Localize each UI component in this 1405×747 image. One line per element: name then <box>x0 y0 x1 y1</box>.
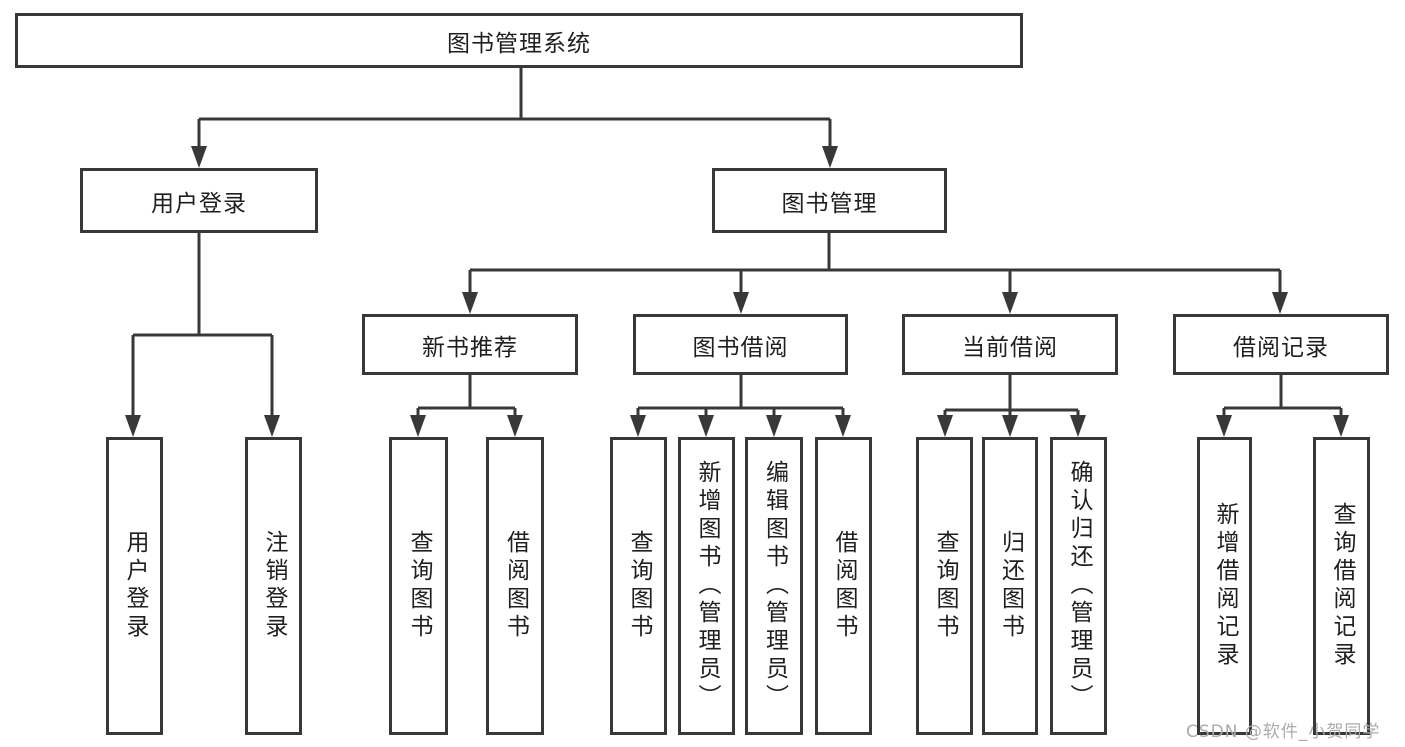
leaf-record-add-record: 新增借阅记录 <box>1197 437 1252 735</box>
leaf-user-login: 用户登录 <box>106 437 163 735</box>
leaf-logout-label: 注销登录 <box>261 530 287 642</box>
leaf-borrow-borrow-book: 借阅图书 <box>815 437 872 735</box>
leaf-borrow-query-book-label: 查询图书 <box>626 530 652 642</box>
leaf-borrow-add-book-admin-label: 新增图书（管理员） <box>694 460 720 712</box>
node-user-login-label: 用户登录 <box>151 190 247 217</box>
node-current-borrow: 当前借阅 <box>902 314 1118 375</box>
node-user-login: 用户登录 <box>80 168 318 233</box>
leaf-current-return-book-label: 归还图书 <box>997 530 1024 642</box>
node-borrow-record-label: 借阅记录 <box>1233 334 1329 361</box>
node-borrow-record: 借阅记录 <box>1173 314 1389 375</box>
leaf-logout: 注销登录 <box>245 437 302 735</box>
leaf-recommend-query-book-label: 查询图书 <box>406 530 432 642</box>
leaf-recommend-query-book: 查询图书 <box>389 437 448 735</box>
leaf-current-confirm-return-admin: 确认归还（管理员） <box>1050 437 1107 735</box>
node-root: 图书管理系统 <box>15 13 1023 68</box>
leaf-record-query-record: 查询借阅记录 <box>1313 437 1370 735</box>
node-root-label: 图书管理系统 <box>447 30 591 57</box>
node-book-borrow: 图书借阅 <box>633 314 848 375</box>
leaf-current-confirm-return-admin-label: 确认归还（管理员） <box>1066 460 1092 712</box>
node-new-book-recommend: 新书推荐 <box>362 314 578 375</box>
leaf-recommend-borrow-book-label: 借阅图书 <box>502 530 529 642</box>
leaf-current-query-book-label: 查询图书 <box>932 530 958 642</box>
leaf-borrow-edit-book-admin-label: 编辑图书（管理员） <box>761 460 788 712</box>
watermark: CSDN @软件_小贺同学 <box>1186 722 1381 742</box>
leaf-borrow-edit-book-admin: 编辑图书（管理员） <box>745 437 803 735</box>
leaf-current-return-book: 归还图书 <box>982 437 1038 735</box>
node-book-borrow-label: 图书借阅 <box>692 334 789 361</box>
leaf-record-query-record-label: 查询借阅记录 <box>1329 502 1355 670</box>
leaf-borrow-borrow-book-label: 借阅图书 <box>831 530 857 642</box>
node-book-management: 图书管理 <box>712 168 947 233</box>
node-new-book-recommend-label: 新书推荐 <box>422 334 518 361</box>
leaf-record-add-record-label: 新增借阅记录 <box>1212 502 1238 670</box>
leaf-recommend-borrow-book: 借阅图书 <box>486 437 544 735</box>
leaf-borrow-add-book-admin: 新增图书（管理员） <box>678 437 735 735</box>
leaf-borrow-query-book: 查询图书 <box>610 437 667 735</box>
leaf-current-query-book: 查询图书 <box>916 437 973 735</box>
node-book-management-label: 图书管理 <box>781 190 878 217</box>
node-current-borrow-label: 当前借阅 <box>962 334 1058 361</box>
leaf-user-login-label: 用户登录 <box>122 530 148 642</box>
